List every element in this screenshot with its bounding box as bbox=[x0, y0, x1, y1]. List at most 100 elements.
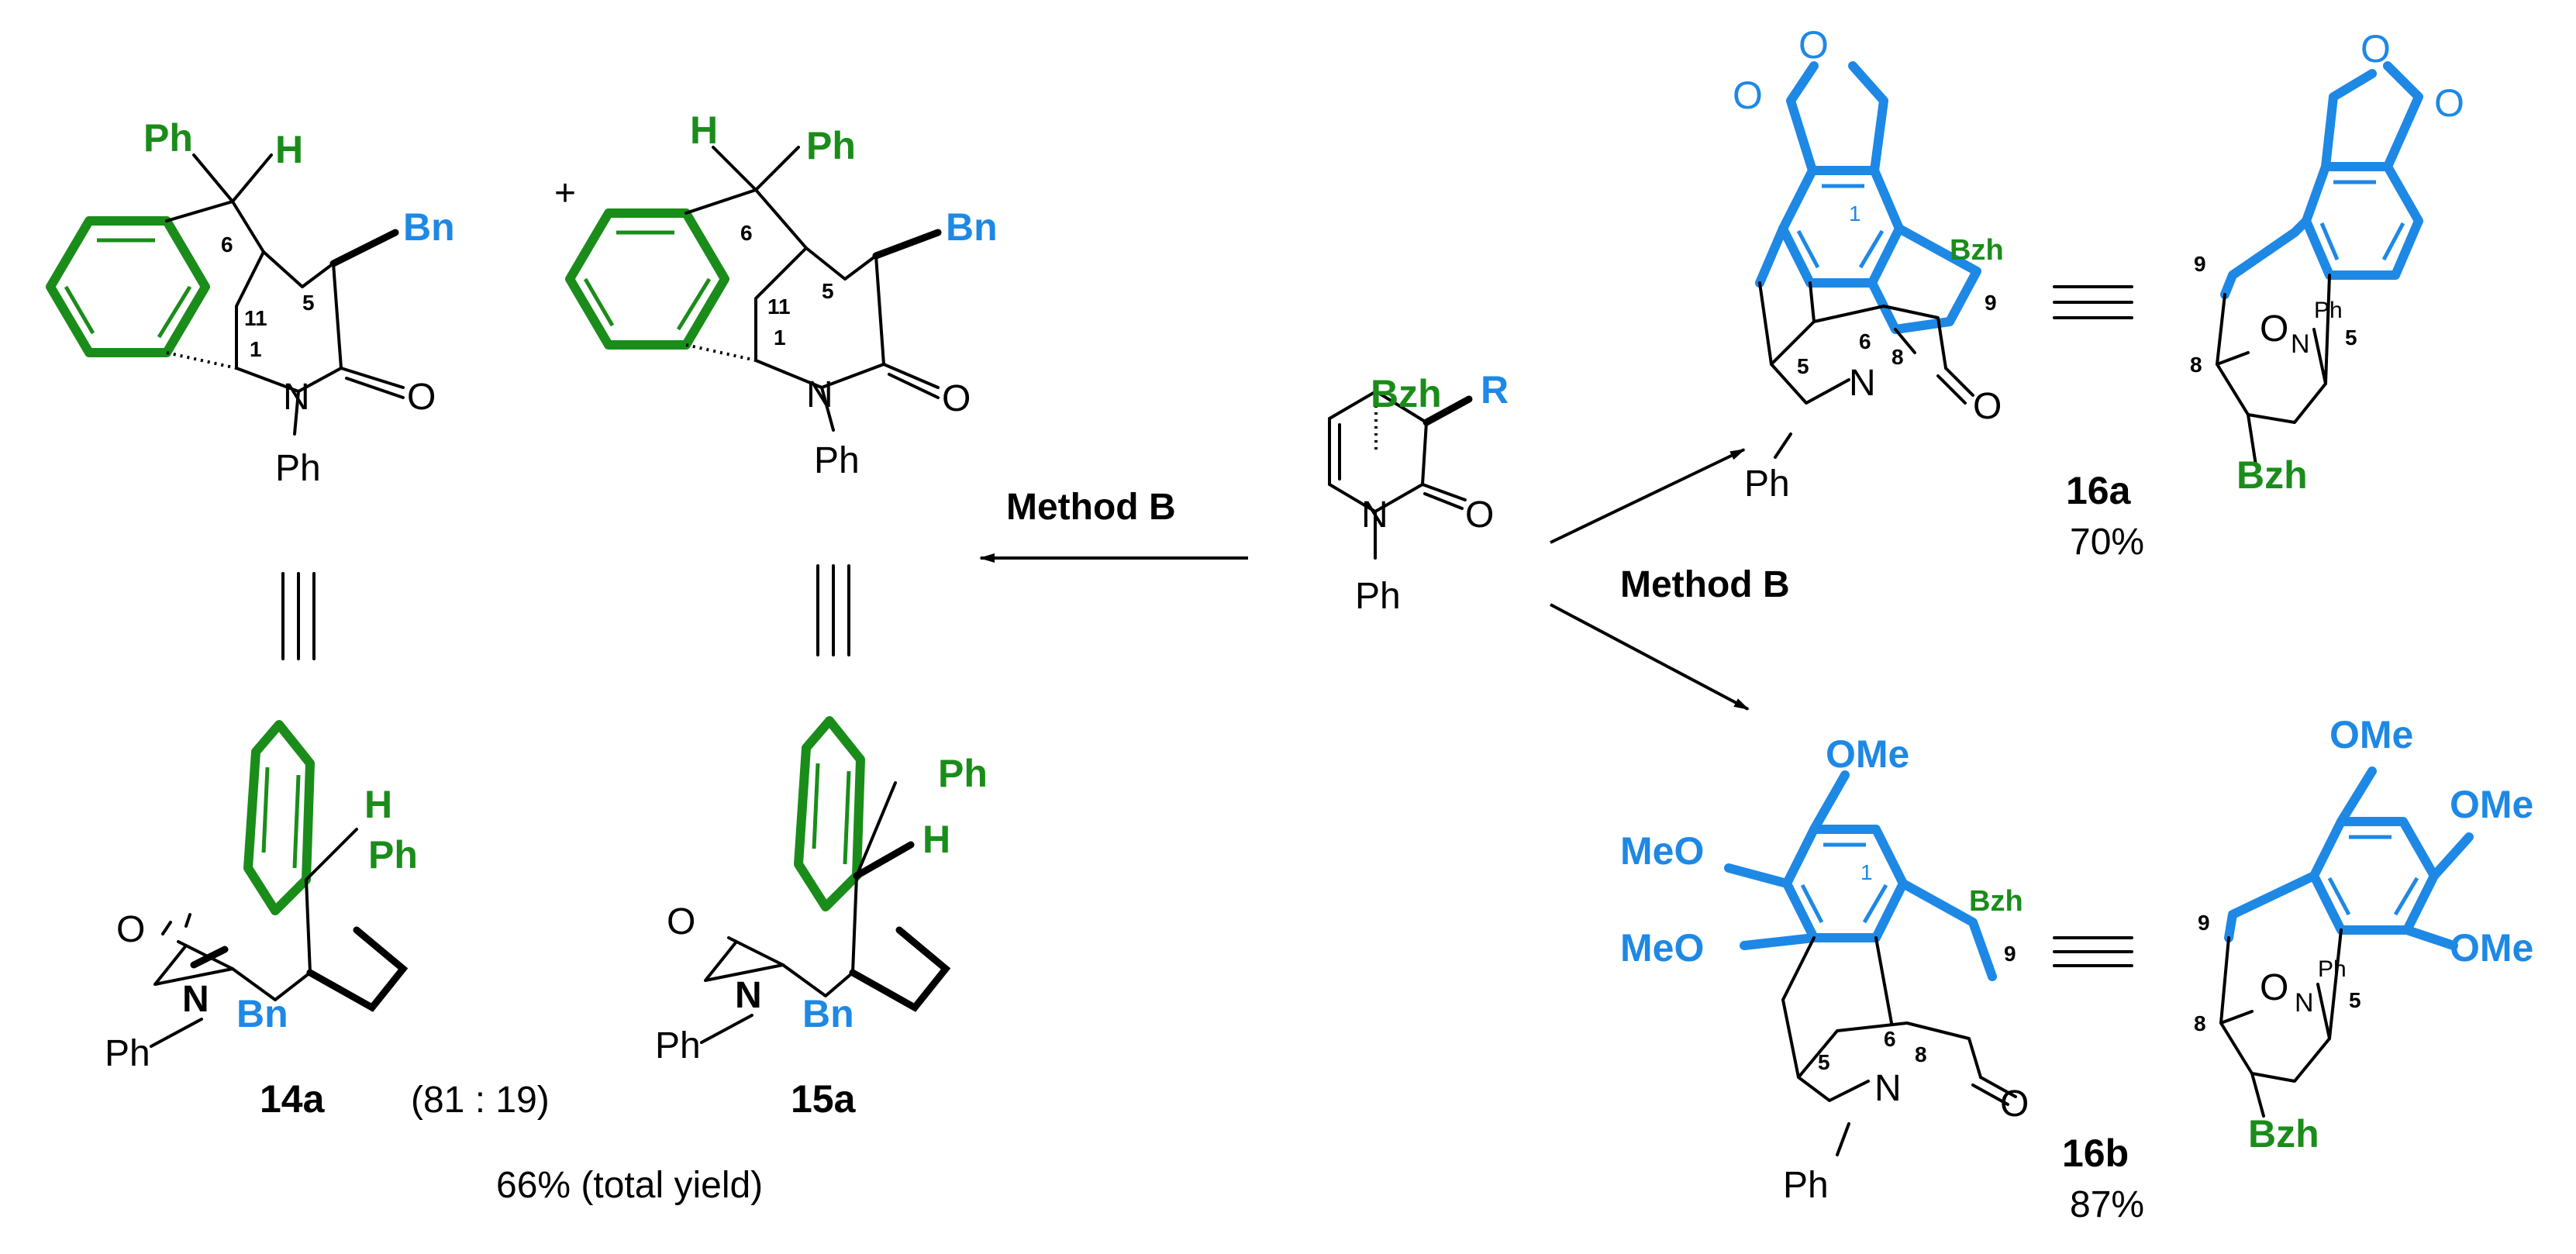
yield-16a: 70% bbox=[2070, 522, 2144, 563]
pos-5-label: 5 bbox=[2349, 988, 2361, 1012]
o-left-label: O bbox=[1733, 74, 1763, 117]
pos-6-label: 6 bbox=[740, 221, 753, 245]
o-label: O bbox=[116, 909, 145, 950]
pos-5-label: 5 bbox=[302, 291, 315, 315]
bzh-label: Bzh bbox=[1969, 885, 2023, 918]
arrow-up-right bbox=[1550, 448, 1746, 544]
pos-6-label: 6 bbox=[1859, 329, 1871, 353]
pos-8-label: 8 bbox=[1891, 345, 1904, 369]
h-label: H bbox=[275, 128, 303, 171]
compound-15a-bottom: Ph H O N Bn Ph bbox=[655, 716, 988, 1066]
ph-label: Ph bbox=[938, 752, 988, 795]
n-label: N bbox=[806, 374, 833, 415]
ph-label: Ph bbox=[1783, 1165, 1829, 1206]
pos-8-label: 8 bbox=[2190, 353, 2202, 377]
n-label: N bbox=[735, 975, 762, 1016]
n-label: N bbox=[182, 979, 209, 1020]
pos-11-label: 11 bbox=[244, 306, 267, 330]
compound-16b-label: 16b bbox=[2062, 1132, 2129, 1175]
nph-label: Ph bbox=[2318, 956, 2347, 982]
ome-top-label: OMe bbox=[2329, 713, 2413, 756]
o-right-label: O bbox=[2434, 81, 2464, 125]
n-label: N bbox=[1361, 494, 1388, 536]
n-label: N bbox=[2295, 988, 2314, 1018]
bn-label: Bn bbox=[403, 205, 455, 249]
compound-16b-right: OMe OMe OMe 9 O Ph N 8 5 Bzh bbox=[2194, 713, 2533, 1156]
o-label: O bbox=[2260, 967, 2288, 1008]
pos-9-label: 9 bbox=[2004, 942, 2016, 966]
yield-16b: 87% bbox=[2070, 1184, 2144, 1225]
r-label: R bbox=[1481, 368, 1509, 412]
n-label: N bbox=[283, 377, 310, 418]
o-label: O bbox=[2000, 1083, 2029, 1125]
pos-11-label: 11 bbox=[767, 295, 791, 319]
h-label: H bbox=[364, 783, 392, 826]
ph-label: Ph bbox=[143, 116, 193, 160]
pos-5-label: 5 bbox=[1818, 1050, 1830, 1074]
pos-9-label: 9 bbox=[2194, 252, 2206, 276]
n-label: N bbox=[1849, 363, 1876, 404]
nph-label: Ph bbox=[275, 448, 321, 489]
equiv-16a bbox=[2053, 285, 2133, 319]
o-label: O bbox=[667, 901, 695, 942]
method-b-left: Method B bbox=[1006, 487, 1176, 528]
ome-label: OMe bbox=[1826, 732, 1909, 776]
arrow-down-right bbox=[1550, 603, 1750, 711]
ph-label: Ph bbox=[1744, 463, 1790, 505]
n-label: N bbox=[2291, 329, 2310, 359]
compound-15a-top: H Ph Bn N O Ph 6 5 11 1 bbox=[565, 109, 998, 481]
pos-5-label: 5 bbox=[1797, 354, 1809, 378]
ratio-text: (81 : 19) bbox=[411, 1080, 550, 1121]
pos-1-label: 1 bbox=[774, 326, 786, 350]
nph-label: Ph bbox=[655, 1025, 701, 1066]
nph-label: Ph bbox=[105, 1033, 150, 1074]
compound-16a-right: O O 9 O Ph N 8 5 Bzh bbox=[2190, 27, 2464, 497]
o-top-label: O bbox=[1798, 23, 1829, 67]
o-label: O bbox=[942, 378, 971, 419]
compound-16b-left: OMe MeO MeO 1 Bzh 9 6 8 5 N O Ph bbox=[1620, 732, 2029, 1206]
pos-1-label: 1 bbox=[1849, 202, 1861, 226]
compound-14a-label: 14a bbox=[260, 1077, 326, 1121]
compound-16a-left: O O 1 Bzh 9 6 8 5 N O Ph bbox=[1733, 23, 2004, 505]
pos-8-label: 8 bbox=[1915, 1042, 1927, 1066]
bn-label: Bn bbox=[236, 992, 288, 1035]
meo-lower-label: MeO bbox=[1620, 926, 1704, 970]
ph-label: Ph bbox=[368, 833, 418, 877]
h-label: H bbox=[922, 818, 950, 861]
compound-16a-label: 16a bbox=[2066, 469, 2132, 512]
bzh-label: Bzh bbox=[1371, 372, 1442, 415]
nph-label: Ph bbox=[814, 440, 860, 481]
pos-5-label: 5 bbox=[822, 279, 834, 303]
o-label: O bbox=[407, 377, 436, 418]
bzh-label: Bzh bbox=[1950, 234, 2004, 267]
o-label: O bbox=[1973, 386, 2002, 427]
ph-label: Ph bbox=[1355, 576, 1401, 617]
meo-upper-label: MeO bbox=[1620, 829, 1704, 873]
o-label: O bbox=[1465, 494, 1494, 536]
pos-6-label: 6 bbox=[1884, 1027, 1896, 1051]
bn-label: Bn bbox=[946, 205, 998, 249]
o-label: O bbox=[2260, 308, 2288, 350]
bzh-label: Bzh bbox=[2236, 453, 2308, 497]
pos-9-label: 9 bbox=[1985, 291, 1997, 315]
starting-material: Bzh R N O Ph bbox=[1328, 368, 1509, 617]
nph-label: Ph bbox=[2314, 298, 2343, 323]
pos-9-label: 9 bbox=[2198, 911, 2210, 935]
o-top-label: O bbox=[2360, 27, 2391, 71]
pos-1-label: 1 bbox=[1860, 860, 1873, 884]
pos-8-label: 8 bbox=[2194, 1011, 2206, 1035]
compound-14a-top: Ph H Bn N O Ph 6 5 11 1 bbox=[46, 116, 455, 489]
h-label: H bbox=[690, 109, 718, 152]
equiv-16b bbox=[2053, 936, 2133, 967]
compound-15a-label: 15a bbox=[791, 1077, 857, 1121]
bn-label: Bn bbox=[802, 992, 854, 1035]
pos-1-label: 1 bbox=[250, 337, 262, 361]
equiv-14a bbox=[281, 572, 316, 660]
compound-14a-bottom: H Ph O N Bn Ph bbox=[105, 720, 418, 1074]
ome-mid-label: OMe bbox=[2450, 783, 2533, 826]
bzh-label: Bzh bbox=[2248, 1112, 2319, 1156]
total-yield-text: 66% (total yield) bbox=[496, 1165, 763, 1206]
ph-label: Ph bbox=[806, 124, 856, 167]
method-b-right: Method B bbox=[1620, 564, 1790, 605]
pos-5-label: 5 bbox=[2345, 326, 2357, 350]
